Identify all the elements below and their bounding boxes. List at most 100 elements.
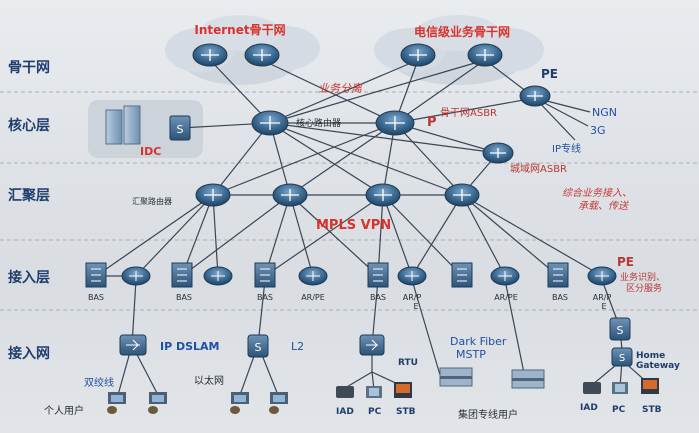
mpls-vpn-label: MPLS VPN — [316, 218, 391, 233]
core-router-label: 核心路由器 — [296, 117, 341, 129]
service-separation-label: 业务分离 — [318, 82, 364, 95]
phone-icon — [336, 386, 354, 398]
access-node-label: BAS — [257, 293, 273, 302]
router-icon — [397, 266, 427, 286]
internet-cloud-label: Internet骨干网 — [194, 23, 285, 37]
group-users-label: 集团专线用户 — [458, 408, 518, 421]
iad-label-2: IAD — [580, 403, 598, 413]
router-icon — [195, 183, 231, 207]
router-icon — [203, 266, 233, 286]
svg-text:S: S — [619, 353, 625, 364]
stb-label-2: STB — [642, 405, 662, 415]
router-icon — [587, 266, 617, 286]
stb-label-1: STB — [396, 407, 416, 417]
user-pc-icon — [230, 392, 249, 414]
idc-label: IDC — [140, 145, 161, 158]
router-icon — [490, 266, 520, 286]
pe-access-label: PE — [617, 255, 634, 269]
bas-icon — [171, 262, 193, 288]
service-id-label: 业务识别、区分服务 — [620, 271, 665, 294]
router-icon — [298, 266, 328, 286]
personal-users-label: 个人用户 — [44, 404, 84, 417]
user-terminals — [107, 378, 659, 414]
router-icon — [121, 266, 151, 286]
3g-label: 3G — [590, 124, 606, 137]
dslam-icon — [119, 334, 147, 356]
switch-icon: S — [169, 115, 191, 141]
dark-fiber-label: Dark Fiber — [450, 335, 507, 348]
integrated-access-line1: 综合业务接入、 — [562, 187, 632, 199]
router-icon — [482, 142, 514, 164]
bas-icon — [85, 262, 107, 288]
layer-separators — [0, 91, 699, 311]
router-icon — [365, 183, 401, 207]
svg-text:S: S — [255, 341, 262, 354]
svg-text:S: S — [177, 123, 184, 136]
router-icon — [400, 43, 436, 67]
pc-icon — [366, 386, 382, 398]
iad-label-1: IAD — [336, 407, 354, 417]
user-pc-icon — [148, 392, 167, 414]
integrated-access-line2: 承载、传送 — [578, 200, 629, 212]
pc-icon — [612, 382, 628, 394]
access-node-label: BAS — [370, 293, 386, 302]
bas-icon — [547, 262, 569, 288]
backbone-asbr-label: 骨干网ASBR — [440, 107, 497, 119]
tv-icon — [394, 382, 412, 398]
router-icon — [251, 110, 289, 136]
access-node-label: AR/PE — [494, 293, 518, 302]
home-gateway-icon: S — [611, 347, 633, 367]
bas-icon — [367, 262, 389, 288]
p-label: P — [427, 115, 437, 130]
ip-line-label: IP专线 — [552, 142, 581, 155]
switch-icon: S — [609, 317, 631, 341]
phone-icon — [583, 382, 601, 394]
access-node-label: AR/PE — [301, 293, 325, 302]
telecom-cloud-label: 电信级业务骨干网 — [414, 24, 510, 39]
router-icon — [444, 183, 480, 207]
access-node-label: BAS — [176, 293, 192, 302]
user-pc-icon — [107, 392, 126, 414]
ip-dslam-label: IP DSLAM — [160, 340, 220, 353]
layer-label-access-network: 接入网 — [8, 345, 50, 362]
l2-label: L2 — [291, 340, 304, 353]
tv-icon — [641, 378, 659, 394]
twisted-pair-label: 双绞线 — [84, 376, 114, 389]
routers — [121, 43, 617, 286]
layer-label-core: 核心层 — [8, 117, 50, 134]
router-icon — [467, 43, 503, 67]
svg-text:S: S — [617, 324, 624, 337]
layer-label-backbone: 骨干网 — [8, 59, 50, 76]
user-pc-icon — [269, 392, 288, 414]
router-icon — [375, 110, 415, 136]
access-node-label: BAS — [552, 293, 568, 302]
rtu-label: RTU — [398, 358, 418, 368]
switches: S S S S — [85, 115, 633, 367]
ngn-label: NGN — [592, 106, 617, 119]
metro-asbr-label: 城域网ASBR — [510, 162, 567, 175]
mstp-label: MSTP — [456, 348, 486, 361]
diagram-labels: 骨干网 核心层 汇聚层 接入层 接入网 Internet骨干网 电信级业务骨干网… — [8, 23, 680, 421]
idc-panel — [88, 100, 203, 158]
router-icon — [192, 43, 228, 67]
pc-label-1: PC — [368, 407, 382, 417]
pe-top-label: PE — [541, 67, 558, 81]
access-node-label: BAS — [88, 293, 104, 302]
router-icon — [244, 43, 280, 67]
rtu-icon — [359, 334, 385, 356]
integrated-access-label: 综合业务接入、 承载、传送 — [562, 187, 635, 212]
bas-icon — [451, 262, 473, 288]
layer-label-aggregation: 汇聚层 — [8, 188, 50, 204]
ethernet-label: 以太网 — [194, 374, 224, 387]
pc-label-2: PC — [612, 405, 626, 415]
mstp-devices — [439, 367, 545, 389]
layer-label-access: 接入层 — [8, 269, 50, 286]
agg-router-label: 汇聚路由器 — [132, 196, 172, 206]
router-icon — [272, 183, 308, 207]
bas-icon — [254, 262, 276, 288]
